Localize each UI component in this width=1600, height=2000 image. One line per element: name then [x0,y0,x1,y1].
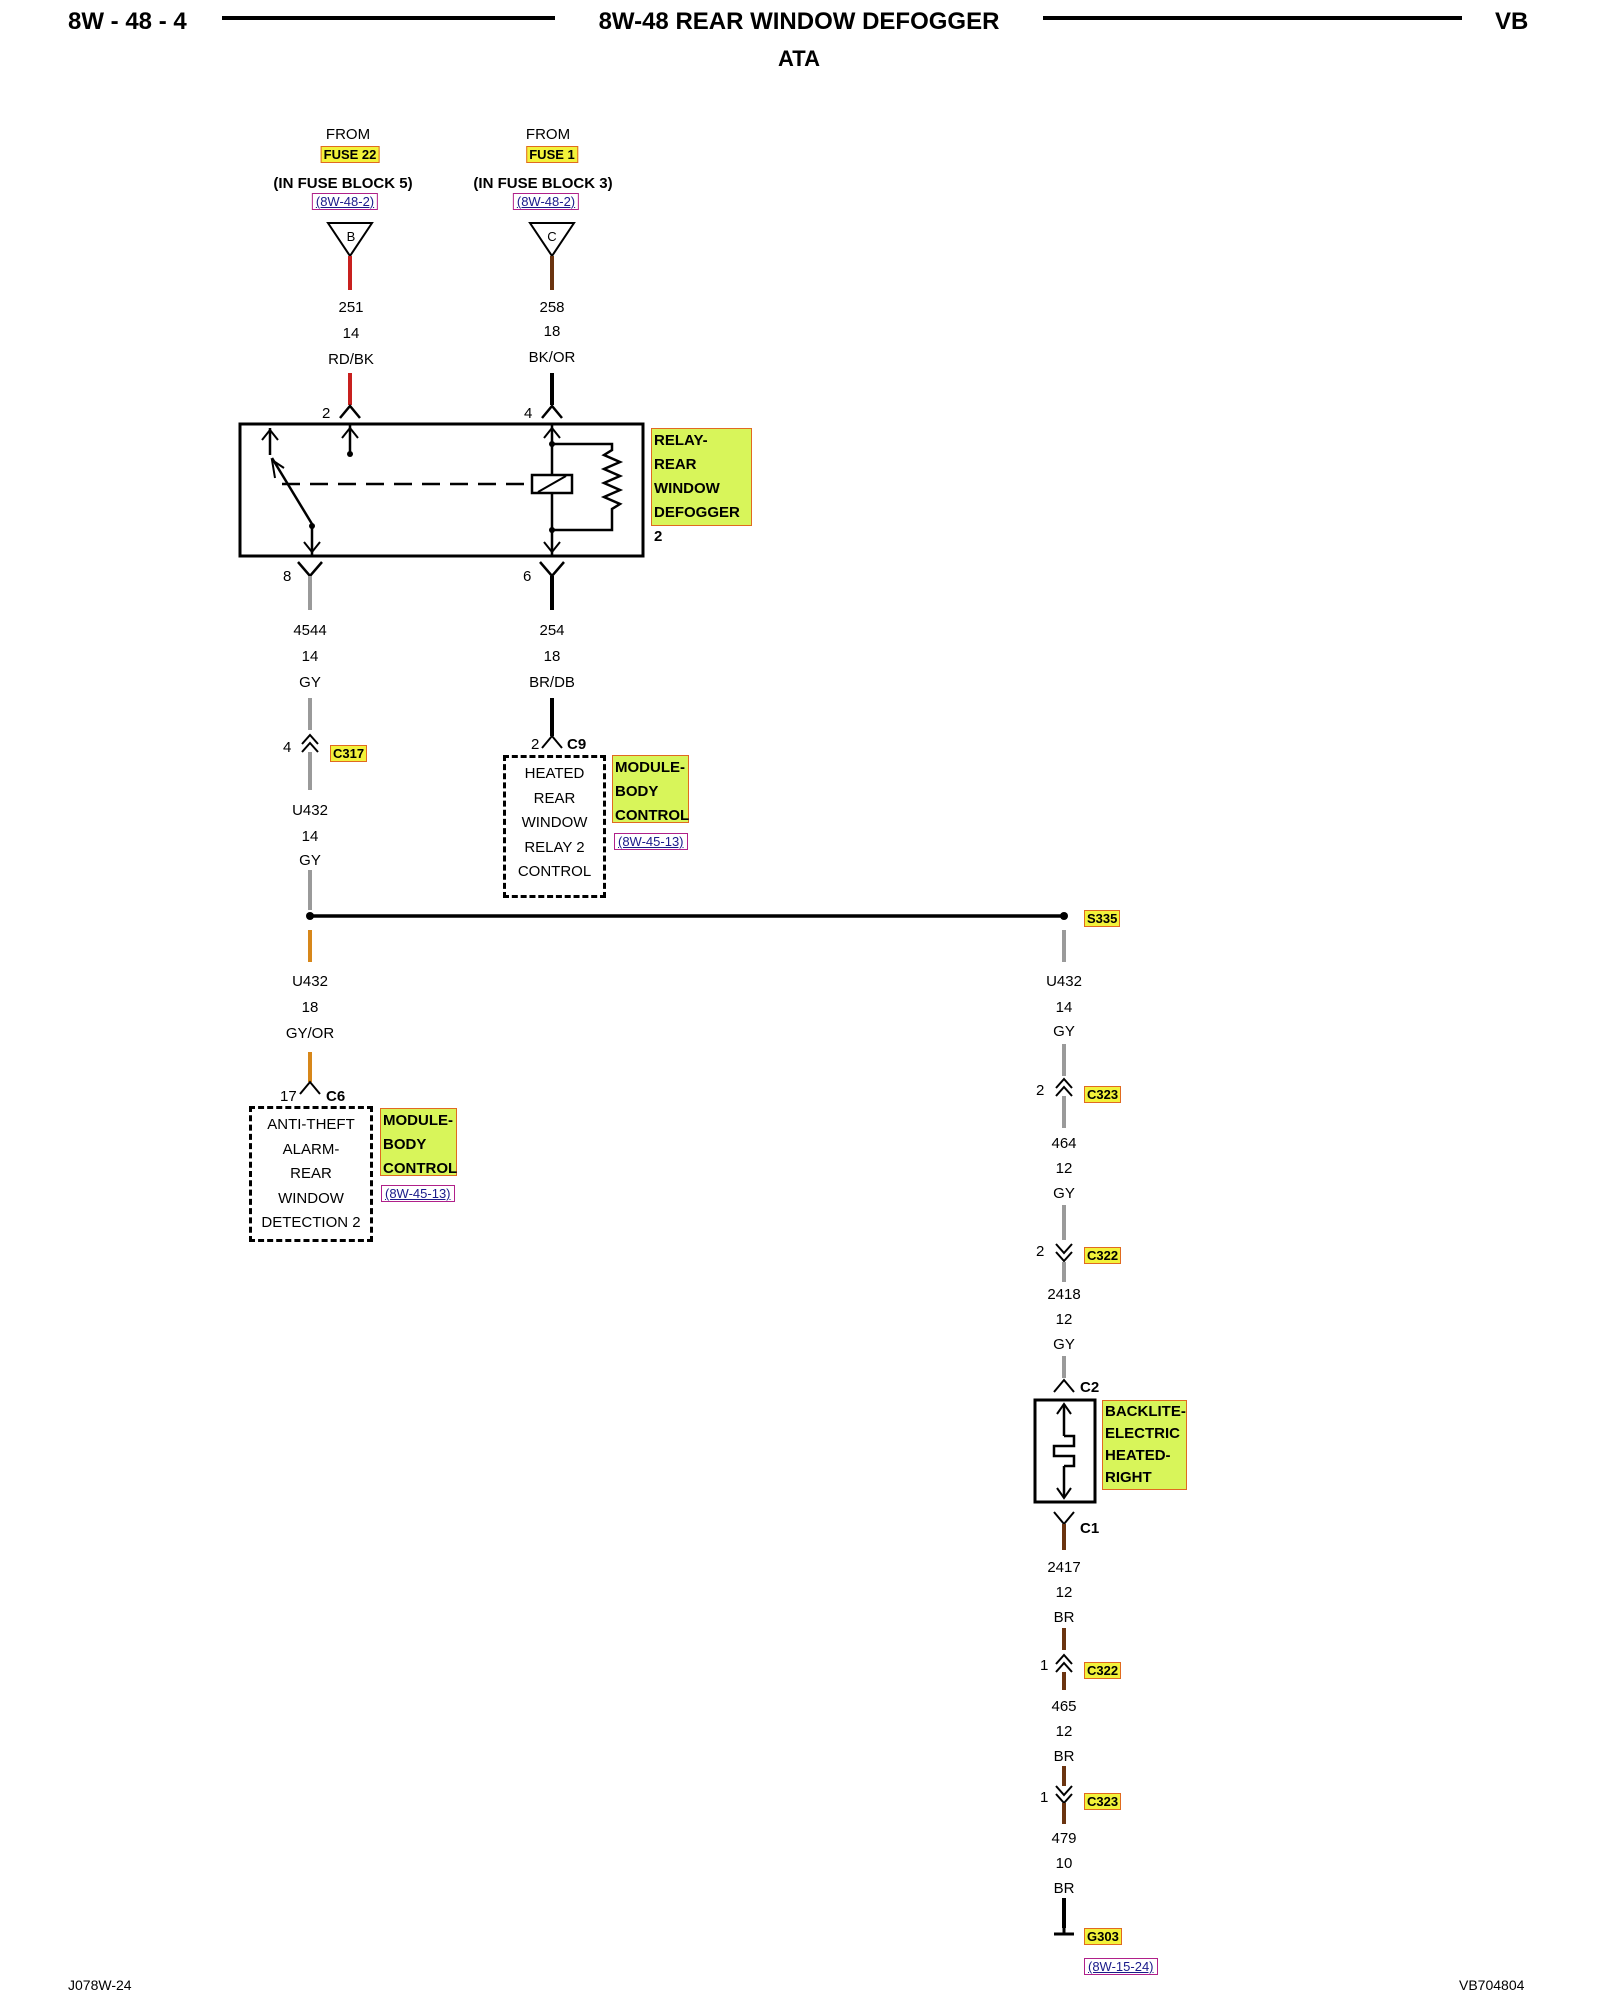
wire-2418-color: GY [1053,1336,1075,1353]
wire-u432a-circuit: U432 [292,802,328,819]
c317-label: C317 [330,745,368,762]
fuse22-block-label: (IN FUSE BLOCK 5) [273,175,413,192]
wire-258-color: BK/OR [528,349,576,366]
c1-label: C1 [1080,1520,1100,1537]
wire-258-gauge: 18 [543,323,561,340]
page-id: 8W - 48 - 4 [68,8,187,35]
fuse22-ref-link[interactable]: (8W-48-2) [311,193,379,210]
relay-pin2-arrow [339,404,361,419]
relay-resistor [552,442,624,532]
wire-u432b-gauge: 18 [301,999,319,1016]
wire-2417-gauge: 12 [1055,1584,1073,1601]
backlite-box [1033,1398,1097,1504]
footer-right-code: VB704804 [1459,1977,1525,1993]
page-subtitle: ATA [778,46,820,71]
wire-4544-circuit: 4544 [293,622,327,639]
c9-label: C9 [567,736,587,753]
relay-pin-2: 2 [322,405,331,422]
c9-pin: 2 [531,736,540,753]
c323b-label: C323 [1084,1793,1122,1810]
wire-465-color: BR [1053,1748,1075,1765]
wire-465-gauge: 12 [1055,1723,1073,1740]
wire-u432b-color: GY/OR [285,1025,335,1042]
wire-u432c-gauge: 14 [1055,999,1073,1016]
wire-254-gauge: 18 [543,648,561,665]
fuse1-terminal: C [547,229,557,244]
c322a-pin: 2 [1036,1243,1045,1260]
fuse1-terminal-triangle [528,222,576,258]
relay-switch-contact [270,457,314,525]
wire-2418-circuit: 2418 [1047,1286,1081,1303]
fuse22-from-label: FROM [325,126,371,143]
c322b-label: C322 [1084,1662,1122,1679]
wire-254-circuit: 254 [539,622,565,639]
c323a-pin: 2 [1036,1082,1045,1099]
backlite-heater-element [1052,1434,1076,1468]
fuse22-terminal-triangle [326,222,374,258]
wire-u432c-circuit: U432 [1046,973,1082,990]
wire-479-circuit: 479 [1051,1830,1077,1847]
relay-pin-8: 8 [283,568,292,585]
fuse1-label: FUSE 1 [526,146,578,163]
c322b-pin: 1 [1040,1657,1049,1674]
page-title: 8W-48 REAR WINDOW DEFOGGER [598,8,1000,35]
fuse1-from-label: FROM [525,126,571,143]
body-control-ref-link-2[interactable]: (8W-45-13) [381,1185,455,1202]
c322a-label: C322 [1084,1247,1122,1264]
wire-u432c-color: GY [1053,1023,1075,1040]
wire-u432a-color: GY [299,852,321,869]
wire-258-circuit: 258 [539,299,565,316]
header-badge: VB [1495,8,1529,35]
wire-u432b-circuit: U432 [292,973,328,990]
fuse22-terminal: B [346,229,356,244]
wire-254-color: BR/DB [529,674,575,691]
wire-u432a-gauge: 14 [301,828,319,845]
wire-479-color: BR [1053,1880,1075,1897]
footer-left-code: J078W-24 [68,1977,132,1993]
g303-ref-link[interactable]: (8W-15-24) [1084,1958,1158,1975]
wire-2417-color: BR [1053,1609,1075,1626]
relay-box [238,422,645,558]
wire-2417-circuit: 2417 [1047,1559,1081,1576]
c2-label: C2 [1080,1379,1100,1396]
c323a-label: C323 [1084,1086,1122,1103]
wire-251-gauge: 14 [342,325,360,342]
c6-label: C6 [326,1088,346,1105]
wire-464-circuit: 464 [1051,1135,1077,1152]
wire-251-circuit: 251 [338,299,364,316]
body-control-ref-link-1[interactable]: (8W-45-13) [614,833,688,850]
fuse1-ref-link[interactable]: (8W-48-2) [512,193,580,210]
c6-pin: 17 [280,1088,297,1105]
fuse22-label: FUSE 22 [320,146,380,163]
c323b-pin: 1 [1040,1789,1049,1806]
fuse1-block-label: (IN FUSE BLOCK 3) [473,175,613,192]
wire-251-color: RD/BK [328,351,374,368]
wire-4544-gauge: 14 [301,648,319,665]
wire-479-gauge: 10 [1055,1855,1073,1872]
wire-464-color: GY [1053,1185,1075,1202]
wire-4544-color: GY [299,674,321,691]
wire-2418-gauge: 12 [1055,1311,1073,1328]
relay-pin-6: 6 [523,568,532,585]
c317-pin: 4 [283,739,292,756]
s335-label: S335 [1084,910,1121,927]
wire-465-circuit: 465 [1051,1698,1077,1715]
relay-pin-4: 4 [524,405,533,422]
wire-464-gauge: 12 [1055,1160,1073,1177]
g303-label: G303 [1084,1928,1122,1945]
relay-pin4-arrow [541,404,563,419]
